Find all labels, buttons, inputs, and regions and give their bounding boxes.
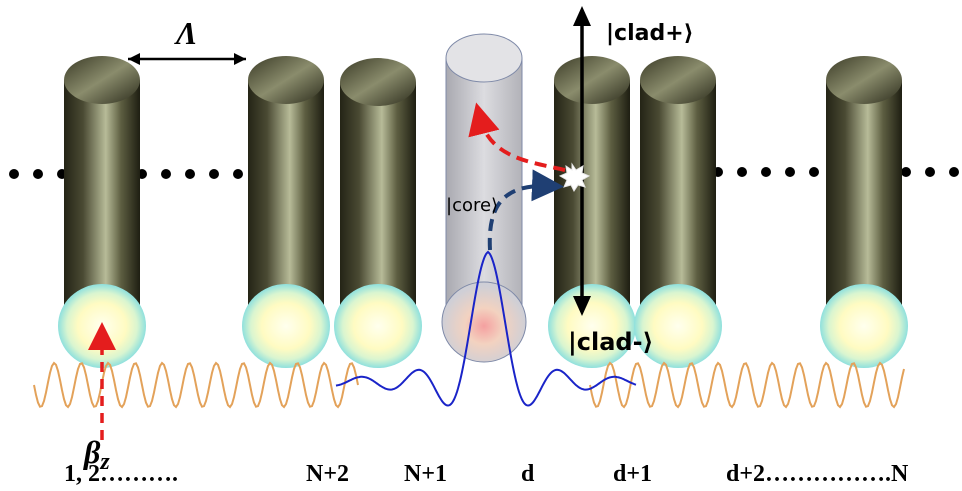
core-mode-profile xyxy=(335,250,637,407)
position-label-n2: N+2 xyxy=(306,461,349,487)
position-labels: 1, 2………. N+2 N+1 d d+1 d+2…………….N xyxy=(64,461,909,487)
lattice-spacing-arrow xyxy=(128,53,246,65)
propagation-label: βz xyxy=(83,434,110,475)
beta-subscript: z xyxy=(99,449,110,475)
reflected-red-arrow xyxy=(468,102,566,172)
cladding-wave-right xyxy=(589,361,905,409)
clad-minus-state-label: |clad-⟩ xyxy=(568,328,654,356)
position-label-n1: N+1 xyxy=(404,461,447,487)
waveguide-rod-d2 xyxy=(634,56,722,368)
waveguide-rod-n2 xyxy=(334,58,422,368)
scattering-point xyxy=(558,162,591,192)
position-label-d2-to-n: d+2…………….N xyxy=(726,461,909,487)
beta-symbol: β xyxy=(83,434,101,470)
position-label-d1: d+1 xyxy=(613,461,652,487)
clad-plus-state-label: |clad+⟩ xyxy=(606,21,694,46)
cladding-wave-left xyxy=(33,361,359,409)
lattice-spacing-label: Λ xyxy=(174,15,197,51)
waveguide-rod-1 xyxy=(58,56,146,368)
position-label-left: 1, 2………. xyxy=(64,461,178,487)
waveguide-rod-n2-left xyxy=(242,56,330,368)
core-state-label: |core⟩ xyxy=(446,195,498,216)
waveguide-rod-n xyxy=(820,56,908,368)
position-label-d: d xyxy=(521,461,535,487)
incident-blue-arrow xyxy=(487,169,564,251)
clad-coupling-arrows xyxy=(573,6,591,316)
waveguide-rod-d1 xyxy=(548,56,636,368)
